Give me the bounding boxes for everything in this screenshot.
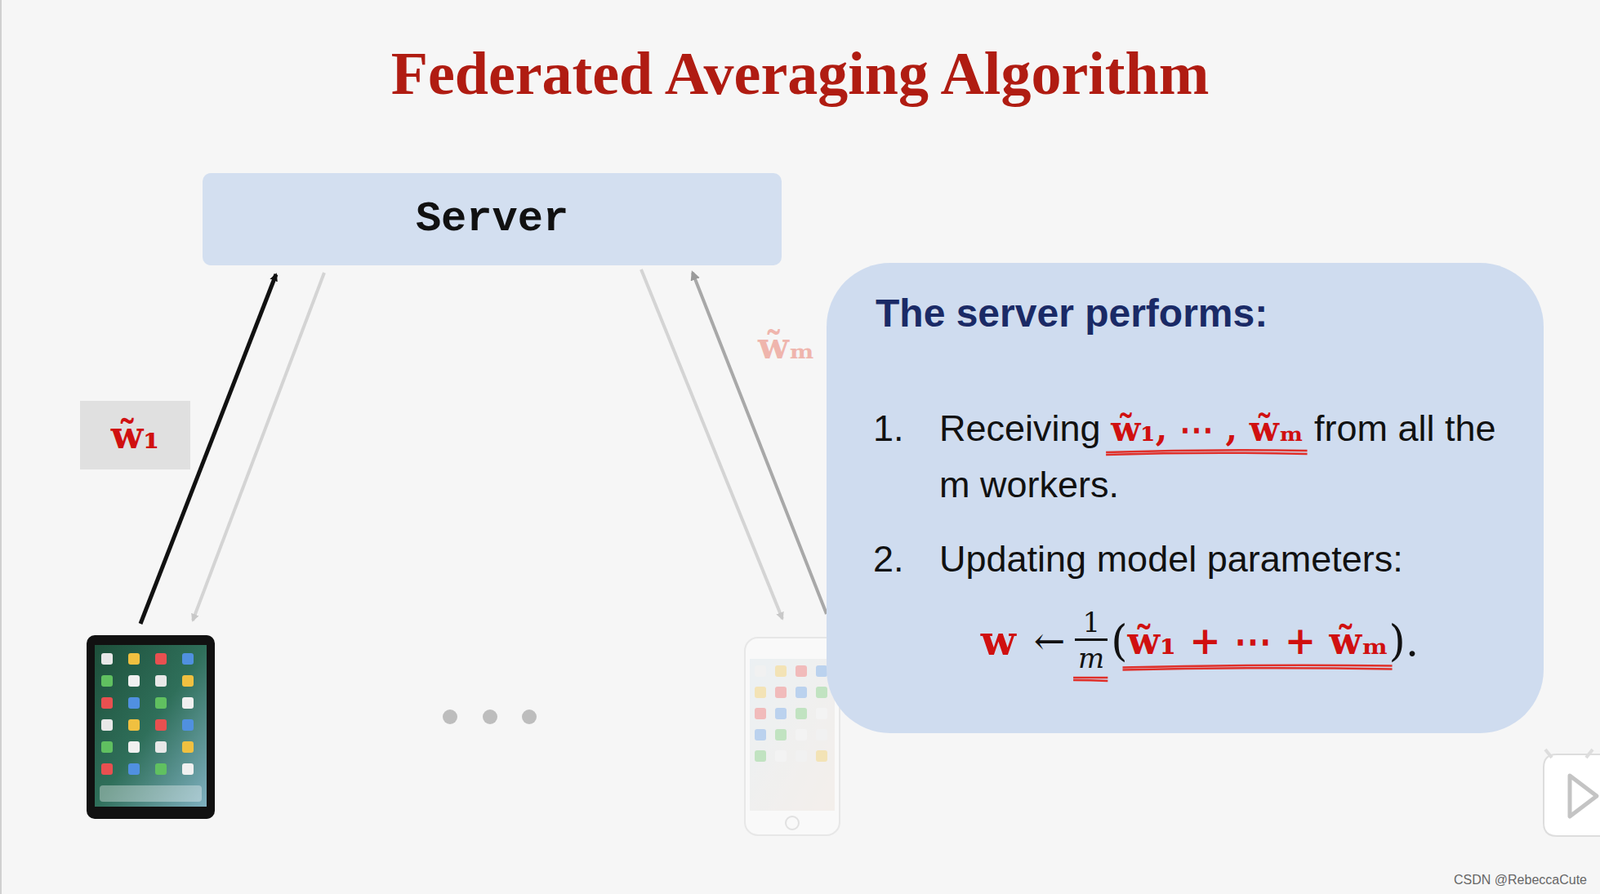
page-edge: [0, 0, 2, 894]
shape: [754, 729, 767, 741]
fraction: 1m: [1074, 606, 1108, 676]
shape: [182, 741, 194, 754]
shape: [775, 665, 787, 678]
shape: [1545, 749, 1593, 758]
tablet-icon: [86, 635, 215, 820]
diagram-title: Federated Averaging Algorithm: [391, 40, 1210, 107]
shape: [815, 750, 828, 763]
shape: [99, 785, 202, 803]
shape: [1569, 775, 1597, 817]
formula-arrow: ←: [1033, 619, 1066, 664]
shape: [86, 635, 215, 820]
panel-heading: The server performs:: [875, 290, 1268, 336]
shape: [754, 686, 767, 699]
phone-icon: [744, 637, 840, 836]
weight-sum: w̃₁ + ⋯ + w̃ₘ: [1127, 619, 1390, 664]
shape: [128, 719, 140, 731]
shape: [182, 763, 194, 776]
ellipsis-dot: [482, 709, 498, 725]
shape: [754, 708, 767, 720]
shape: [744, 637, 840, 836]
fraction-numerator: 1: [1082, 606, 1101, 639]
shape: [155, 675, 167, 687]
shape: [795, 729, 807, 741]
shape: [775, 729, 787, 741]
shape: [155, 653, 167, 665]
title-wrap: Federated Averaging Algorithm: [0, 39, 1600, 109]
upload-label-box: w̃₁: [80, 401, 191, 470]
shape: [795, 708, 807, 720]
shape: [785, 816, 799, 830]
formula-paren: (: [1110, 616, 1128, 666]
shape: [815, 708, 828, 720]
ellipsis-dot: [442, 709, 458, 725]
shape: [775, 750, 787, 763]
shape: [101, 719, 113, 731]
shape: [795, 686, 807, 699]
shape: [128, 741, 140, 754]
shape: [155, 741, 167, 754]
shape: [795, 750, 807, 763]
upload-arrow-faded: [692, 272, 827, 615]
play-button: [1543, 749, 1600, 837]
ellipsis-dot: [521, 709, 537, 725]
weight-list: w̃₁, ⋯ , w̃ₘ: [1110, 409, 1304, 450]
update-formula: w←1m(w̃₁ + ⋯ + w̃ₘ).: [826, 606, 1574, 676]
shape: [155, 763, 167, 776]
shape: [128, 653, 140, 665]
shape: [182, 653, 194, 665]
shape: [128, 763, 140, 776]
shape: [775, 708, 787, 720]
shape: [101, 653, 113, 665]
item-text: Receiving: [939, 407, 1101, 450]
red-underline: [1105, 453, 1307, 455]
server-label: Server: [415, 195, 569, 244]
shape: [815, 729, 828, 741]
shape: [155, 697, 167, 709]
shape: [815, 686, 828, 699]
red-underline: [1123, 668, 1393, 670]
server-box: Server: [202, 173, 782, 266]
shape: [182, 675, 194, 687]
watermark: CSDN @RebeccaCute: [1453, 873, 1587, 888]
shape: [101, 763, 113, 776]
weight-label: w̃₁: [111, 413, 161, 458]
list-number: 1.: [873, 401, 905, 457]
shape: [1543, 754, 1600, 837]
shape: [101, 675, 113, 687]
shape: [754, 665, 767, 678]
shape: [155, 719, 167, 731]
red-underline: [1073, 680, 1108, 682]
red-underline: [1073, 677, 1108, 680]
faded-weight-label: w̃ₘ: [757, 325, 816, 367]
list-item: Receiving w̃₁, ⋯ , w̃ₘ from all the m wo…: [939, 401, 1528, 513]
shape: [94, 645, 207, 807]
shape: [182, 719, 194, 731]
shape: [754, 750, 767, 763]
shape: [101, 697, 113, 709]
formula-paren: ).: [1389, 616, 1420, 666]
server-panel: The server performs: 1. Receiving w̃₁, ⋯ ,…: [826, 262, 1544, 734]
fraction-denominator: m: [1078, 641, 1105, 676]
formula-symbol: w: [980, 616, 1017, 665]
list-number: 2.: [873, 531, 905, 588]
shape: [749, 659, 835, 812]
shape: [128, 675, 140, 687]
fraction-bar: [1074, 638, 1108, 642]
shape: [101, 741, 113, 754]
shape: [815, 665, 828, 678]
shape: [775, 686, 787, 699]
shape: [182, 697, 194, 709]
item-text: Updating model parameters:: [939, 531, 1404, 588]
shape: [795, 665, 807, 678]
shape: [128, 697, 140, 709]
